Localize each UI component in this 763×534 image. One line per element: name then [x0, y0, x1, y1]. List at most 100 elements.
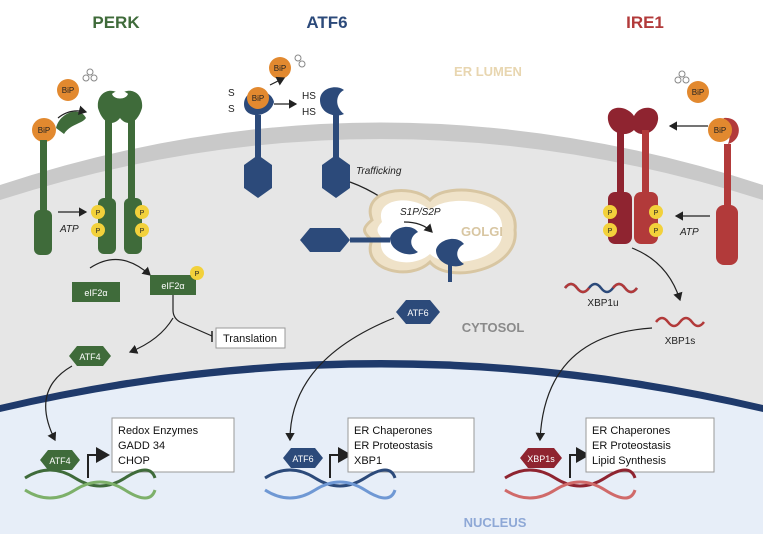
atf6-label: ATF6 — [407, 308, 428, 318]
target-gene: XBP1 — [354, 455, 382, 467]
xbp1u-label: XBP1u — [587, 298, 618, 309]
target-gene: ER Chaperones — [354, 425, 433, 437]
bip-icon — [708, 118, 732, 142]
atf6-title: ATF6 — [306, 13, 347, 32]
nucleus-label: NUCLEUS — [464, 515, 527, 530]
target-gene: ER Chaperones — [592, 425, 671, 437]
ire1-pathway: BiP BiP P P P P ATP XBP1u XBP1s — [504, 70, 739, 500]
perk-title: PERK — [92, 13, 140, 32]
xbp1s-label: XBP1s — [665, 336, 696, 347]
perk-monomer-kinase — [34, 210, 52, 255]
eif2a-label: eIF2α — [84, 288, 107, 298]
target-gene: GADD 34 — [118, 440, 165, 452]
phosphate-icon — [91, 223, 105, 237]
target-gene: ER Proteostasis — [354, 440, 433, 452]
xbp1s-factor — [520, 448, 562, 468]
eif2a-label: eIF2α — [161, 281, 184, 291]
unfolded-protein-icon — [82, 74, 90, 82]
atf6-pathway: BiP S S BiP HS HS Trafficking GOLGI S1P/… — [228, 54, 517, 500]
svg-text:HS: HS — [302, 107, 316, 118]
atf6-golgi-cleaving — [390, 226, 418, 255]
ire1-targets-box — [585, 417, 715, 473]
bip-label: BiP — [38, 126, 50, 135]
svg-text:BiP: BiP — [274, 64, 286, 73]
bip-icon — [32, 118, 56, 142]
svg-text:P: P — [654, 210, 659, 217]
perk-monomer-head — [56, 111, 86, 134]
perk-monomer-stalk — [40, 140, 47, 215]
perk-pathway: BiP BiP P P P P ATP eIF2α eIF2α P — [24, 68, 286, 500]
atf4-label: ATF4 — [79, 352, 100, 362]
phosphate-icon — [135, 205, 149, 219]
svg-text:ATF4: ATF4 — [49, 456, 70, 466]
dna-strand — [504, 468, 637, 488]
svg-text:P: P — [654, 228, 659, 235]
svg-text:P: P — [195, 271, 200, 278]
svg-text:BiP: BiP — [252, 94, 264, 103]
cytosol-label: CYTOSOL — [462, 320, 525, 335]
svg-text:P: P — [140, 210, 145, 217]
atf6-free-luminal — [320, 87, 344, 116]
disulfide-s: S — [228, 88, 235, 99]
svg-text:BiP: BiP — [714, 126, 726, 135]
bip-label: BiP — [62, 86, 74, 95]
phosphate-icon — [649, 205, 663, 219]
translation-box — [215, 327, 286, 349]
perk-dimer-stalk-left — [105, 118, 112, 208]
atf6-n-terminal — [300, 228, 350, 252]
svg-text:P: P — [608, 228, 613, 235]
perk-targets-box — [111, 417, 235, 473]
atf4-bound-factor — [40, 450, 80, 470]
target-gene: Redox Enzymes — [118, 425, 199, 437]
atf6-cytosolic-domain — [322, 155, 350, 198]
transcription-arrow — [569, 447, 590, 478]
target-gene: Lipid Synthesis — [592, 455, 666, 467]
bip-icon — [247, 87, 269, 109]
svg-text:P: P — [96, 228, 101, 235]
thiol-label: HS — [302, 91, 316, 102]
atp-label: ATP — [59, 224, 79, 235]
trafficking-label: Trafficking — [356, 166, 402, 177]
eif2a-node — [72, 282, 120, 302]
phosphate-icon — [91, 205, 105, 219]
atf6-targets-box — [347, 417, 475, 473]
bip-icon — [687, 81, 709, 103]
atf4-factor — [69, 346, 111, 366]
phosphate-icon — [603, 205, 617, 219]
phosphate-icon — [603, 223, 617, 237]
s1p-s2p-label: S1P/S2P — [400, 207, 441, 218]
bip-icon — [57, 79, 79, 101]
ire1-monomer-kinase — [716, 205, 738, 265]
atf6-released-factor — [396, 300, 440, 324]
atf6-cytosolic-domain — [244, 155, 272, 198]
xbp1s-mrna — [655, 316, 705, 328]
target-gene: ER Proteostasis — [592, 440, 671, 452]
transcription-arrow — [329, 447, 352, 478]
phosphate-label: P — [96, 210, 101, 217]
svg-text:BiP: BiP — [692, 88, 704, 97]
svg-text:P: P — [608, 210, 613, 217]
transcription-arrow — [87, 447, 110, 478]
unfolded-protein-icon — [294, 54, 302, 62]
svg-text:ATF6: ATF6 — [292, 454, 313, 464]
dna-strand — [24, 468, 157, 488]
eif2a-phospho-node — [150, 275, 196, 295]
target-gene: CHOP — [118, 455, 150, 467]
bip-icon — [269, 57, 291, 79]
phosphate-icon — [190, 266, 204, 280]
ire1-title: IRE1 — [626, 13, 664, 32]
atp-label: ATP — [679, 227, 699, 238]
phosphate-icon — [135, 223, 149, 237]
golgi-label: GOLGI — [461, 224, 503, 239]
xbp1s-factor-label: XBP1s — [527, 454, 555, 464]
dna-strand — [264, 468, 397, 488]
er-lumen-label: ER LUMEN — [454, 64, 522, 79]
unfolded-protein-icon — [674, 76, 682, 84]
svg-text:P: P — [140, 228, 145, 235]
svg-text:S: S — [228, 104, 235, 115]
translation-label: Translation — [223, 333, 277, 345]
ire1-dimer-head — [607, 107, 659, 135]
phosphate-icon — [649, 223, 663, 237]
